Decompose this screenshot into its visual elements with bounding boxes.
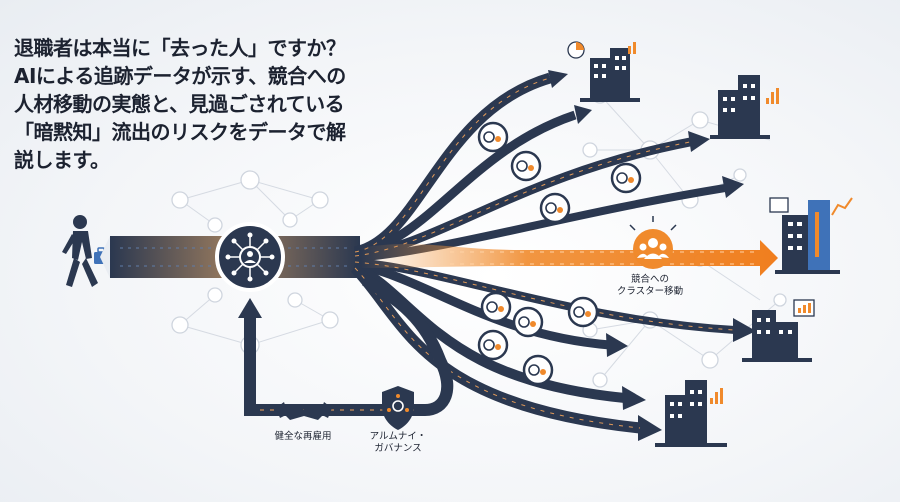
ai-brain-gear-icon [522,354,554,386]
office-building-icon [710,75,779,139]
ai-brain-gear-icon [512,306,544,338]
outflow-arrowheads [548,70,756,441]
ai-brain-gear-icon [567,296,599,328]
alumni-governance-label: アルムナイ・ ガバナンス [350,431,446,455]
competitor-cluster-label: 競合への クラスター移動 [600,274,700,298]
alumni-label-line: アルムナイ・ [369,431,427,442]
headline-line: 「暗黙知」流出のリスクをデータで解 [14,120,346,144]
walking-person-icon [62,215,108,287]
ai-brain-gear-icon [539,192,571,224]
ai-brain-gear-icon [510,150,542,182]
handshake-icon [276,402,332,420]
ai-brain-gear-icon [480,291,512,323]
headline-line: 人材移動の実態と、見過ごされている [14,92,345,116]
ai-brain-gear-icon [477,329,509,361]
competitor-label-line: クラスター移動 [616,286,684,297]
competitor-label-line: 競合への [630,274,669,285]
ai-brain-badges [477,121,642,386]
headline-line: AIによる追跡データが示す、競合への [14,64,346,88]
office-building-icon [769,197,853,274]
headline: 退職者は本当に「去った人」ですか？ AIによる追跡データが示す、競合への 人材移… [14,34,409,174]
competitor-flow [360,240,778,276]
headline-line: 説します。 [14,148,110,172]
office-building-icon [567,41,640,102]
network-hub-icon [215,222,285,292]
headline-line: 退職者は本当に「去った人」ですか？ [14,36,346,60]
ai-brain-gear-icon [477,121,509,153]
office-building-icon [742,299,815,362]
ai-brain-gear-icon [610,162,642,194]
alumni-label-line: ガバナンス [374,443,422,454]
office-building-icon [655,380,727,447]
shield-network-icon [382,386,414,430]
rehire-label: 健全な再雇用 [274,431,332,442]
group-people-icon [629,216,677,269]
